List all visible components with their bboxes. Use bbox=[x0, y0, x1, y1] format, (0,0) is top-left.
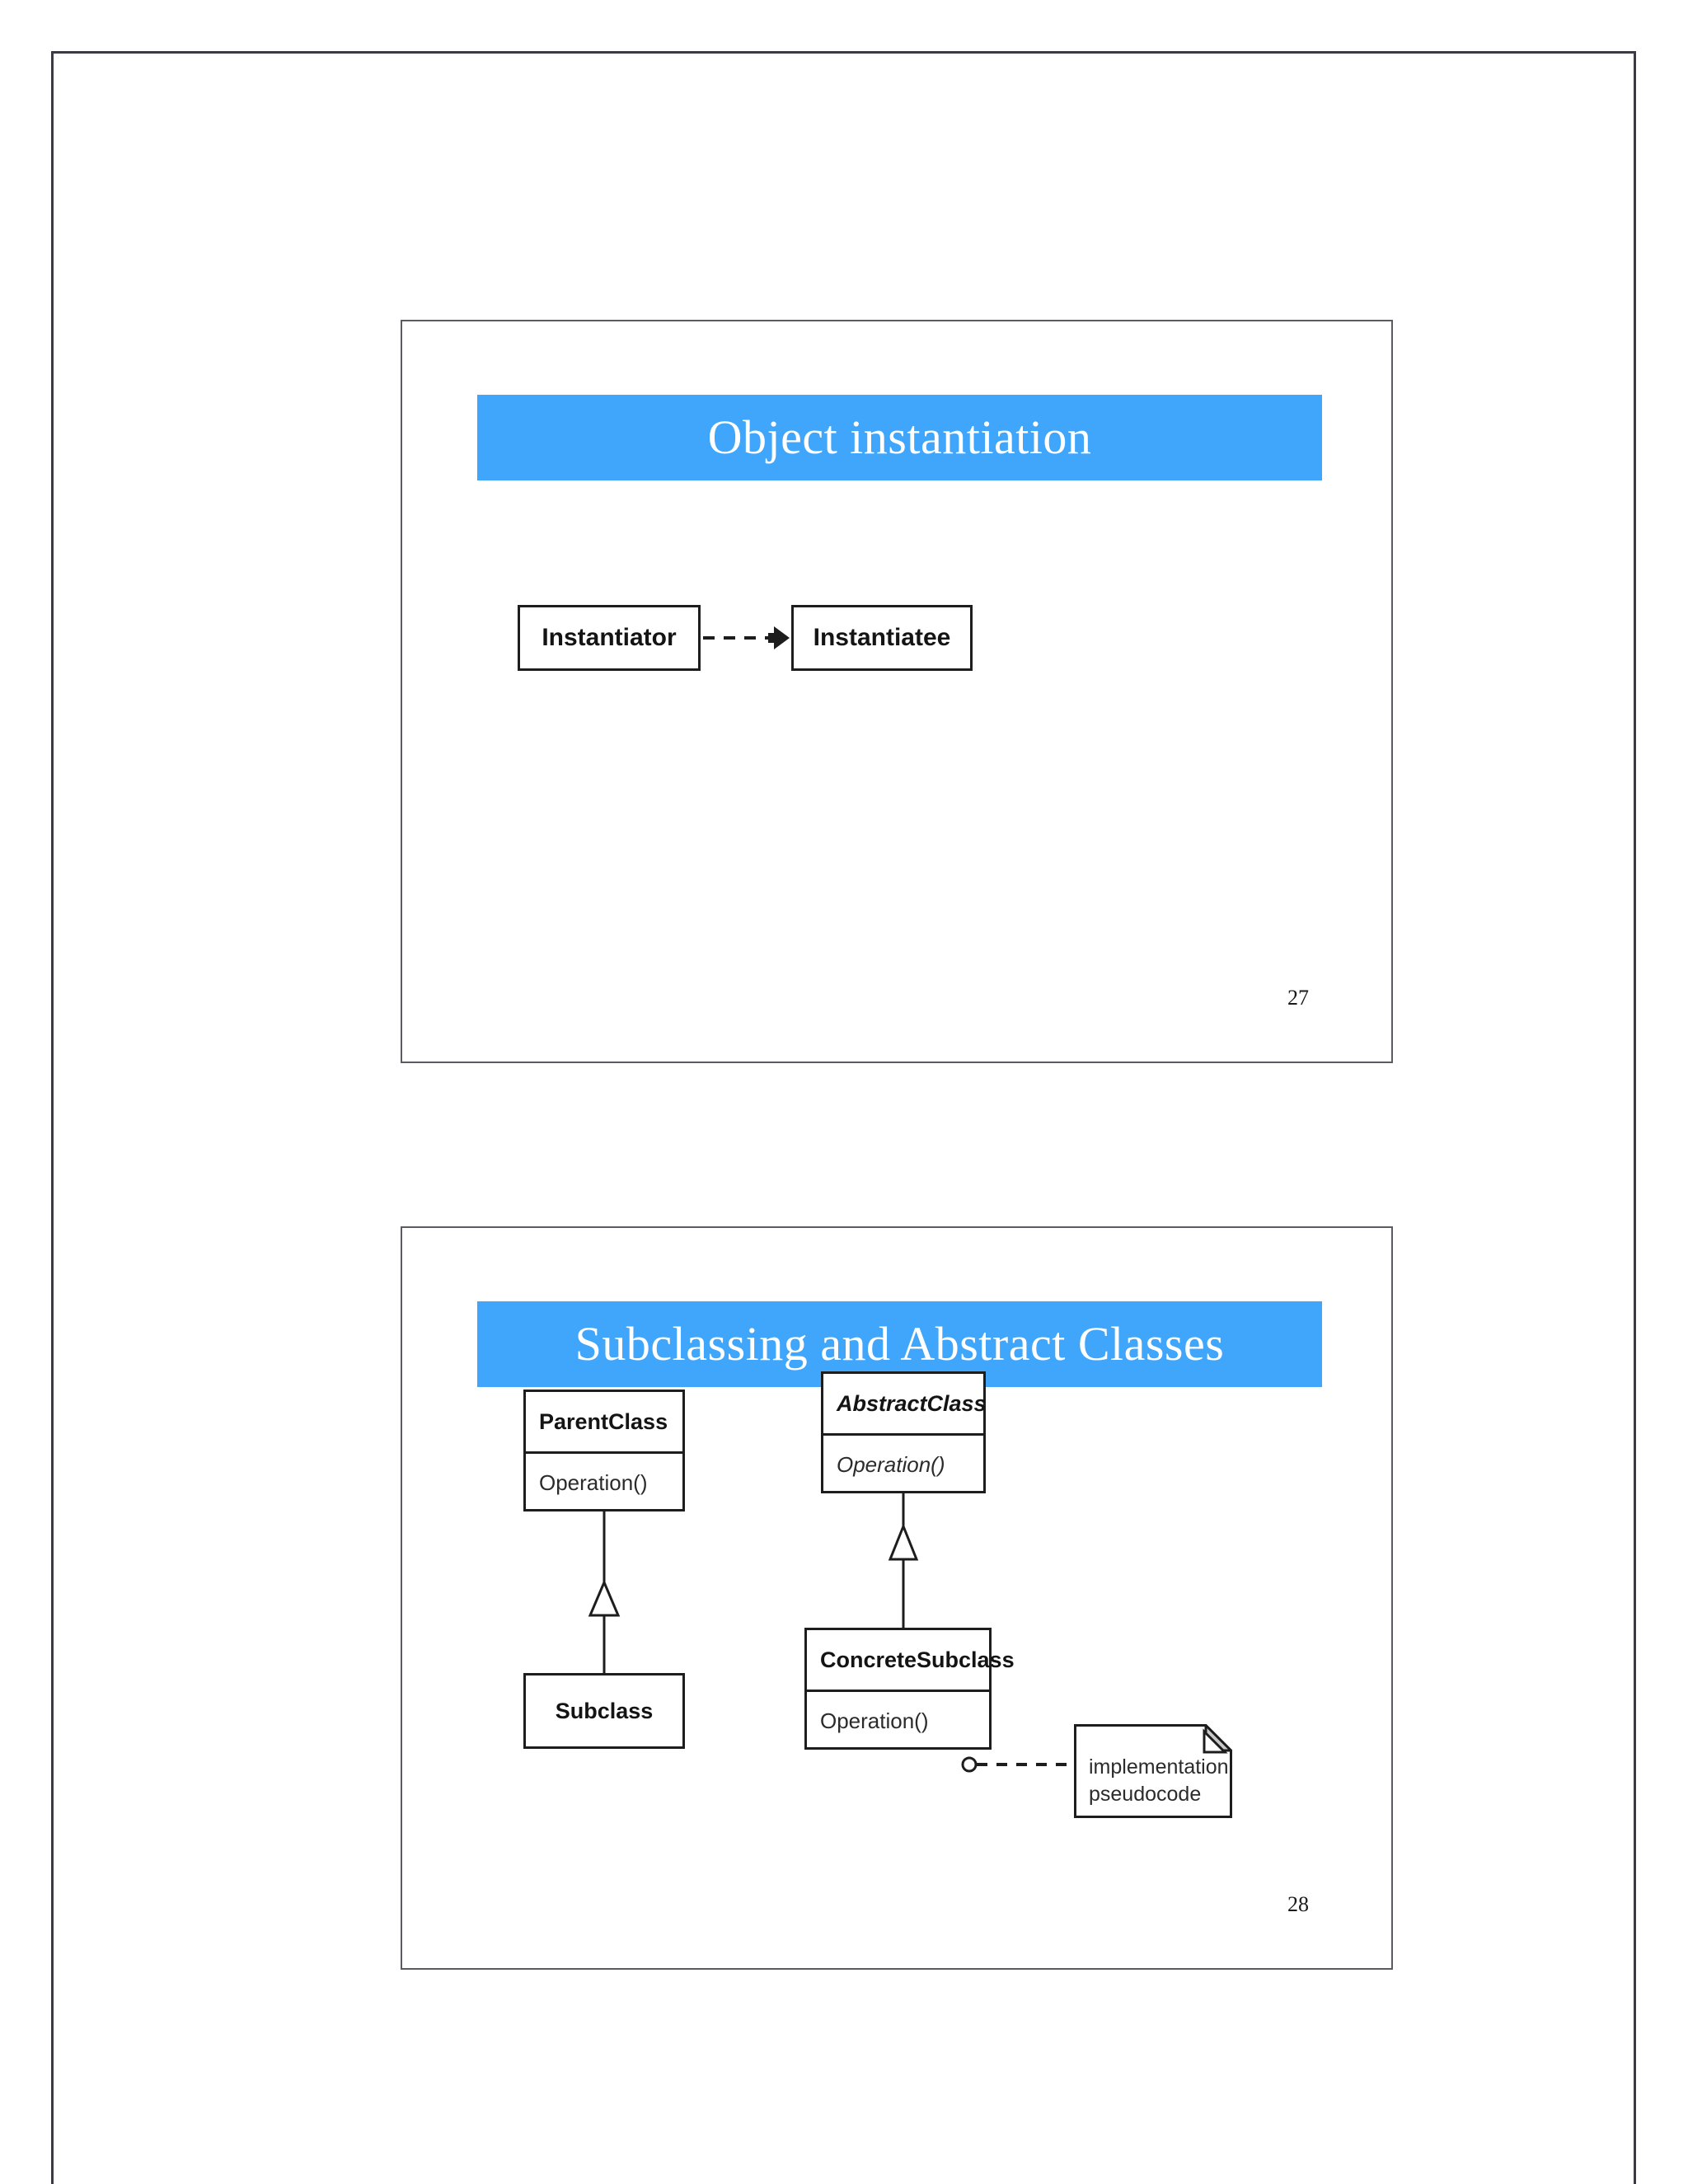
note-anchor-circle bbox=[961, 1756, 978, 1773]
instantiator-label: Instantiator bbox=[542, 624, 677, 651]
note-shape bbox=[1074, 1722, 1235, 1818]
slide-subclassing-abstract-classes: Subclassing and Abstract Classes ParentC… bbox=[401, 1226, 1393, 1970]
instantiatee-label: Instantiatee bbox=[813, 624, 951, 651]
note-fold-flap bbox=[1203, 1728, 1228, 1754]
dependency-filled-arrowhead bbox=[768, 626, 790, 649]
subclass-box: Subclass bbox=[523, 1673, 685, 1749]
note-body bbox=[1074, 1724, 1232, 1818]
page-title: Subclassing and Abstract Classes bbox=[574, 1317, 1225, 1371]
concrete-subclass-name: ConcreteSubclass bbox=[820, 1647, 1015, 1672]
abstract-class-box: AbstractClass Operation() bbox=[821, 1371, 987, 1493]
slide-number: 27 bbox=[1287, 986, 1309, 1010]
instantiatee-box: Instantiatee bbox=[791, 605, 973, 671]
subclass-name: Subclass bbox=[555, 1698, 654, 1723]
abstract-class-operation: Operation() bbox=[823, 1433, 983, 1493]
slide-number: 28 bbox=[1287, 1892, 1309, 1916]
generalization-hollow-triangle-parent bbox=[588, 1579, 621, 1617]
instantiator-box: Instantiator bbox=[518, 605, 701, 671]
page-title: Object instantiation bbox=[707, 410, 1092, 464]
parent-class-box: ParentClass Operation() bbox=[523, 1390, 685, 1511]
parent-class-operation: Operation() bbox=[526, 1451, 682, 1511]
note-text: implementation pseudocode bbox=[1089, 1755, 1229, 1806]
implementation-note: implementation pseudocode bbox=[1074, 1722, 1235, 1818]
concrete-subclass-box: ConcreteSubclass Operation() bbox=[804, 1628, 1015, 1750]
generalization-hollow-triangle-abstract bbox=[888, 1522, 919, 1561]
abstract-class-name: AbstractClass bbox=[837, 1390, 987, 1416]
slide-title-banner: Object instantiation bbox=[477, 395, 1322, 480]
parent-class-name: ParentClass bbox=[539, 1408, 668, 1434]
printed-page-frame: Object instantiation Instantiator Instan… bbox=[51, 51, 1636, 2184]
concrete-subclass-operation: Operation() bbox=[807, 1690, 989, 1750]
slide-object-instantiation: Object instantiation Instantiator Instan… bbox=[401, 320, 1393, 1063]
